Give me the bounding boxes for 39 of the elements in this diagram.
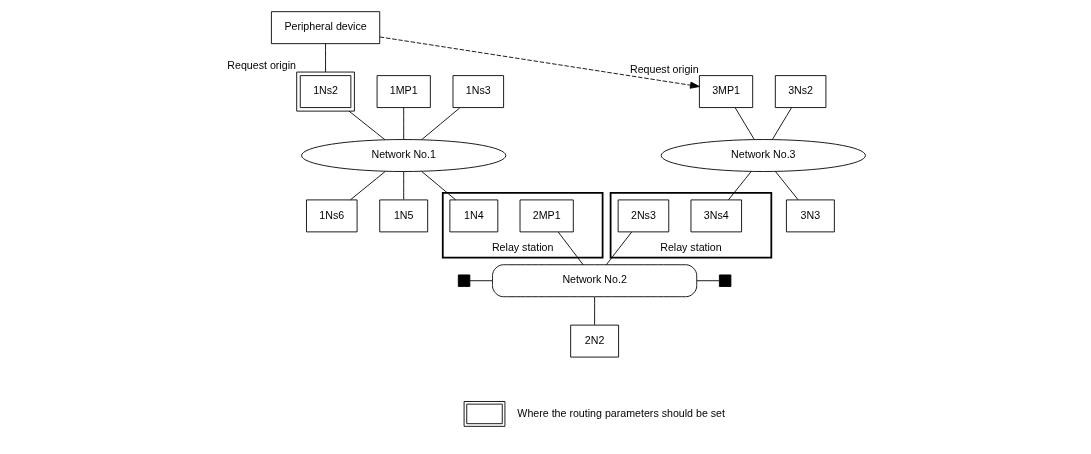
node-box: 3Ns4 bbox=[690, 199, 742, 233]
node-box: 2Ns3 bbox=[617, 199, 669, 233]
connector bbox=[695, 280, 719, 282]
node-box: Peripheral device bbox=[270, 11, 380, 45]
connector bbox=[420, 107, 460, 141]
connector bbox=[734, 107, 755, 140]
connector bbox=[469, 280, 493, 282]
connector bbox=[605, 231, 632, 266]
node-box: 3N3 bbox=[785, 199, 835, 233]
connector bbox=[593, 296, 595, 326]
connector bbox=[557, 231, 584, 266]
node-box: 1Ns6 bbox=[305, 199, 358, 233]
connector bbox=[727, 171, 752, 201]
node-box: 1N4 bbox=[448, 199, 498, 233]
node-label: Request origin bbox=[629, 62, 699, 75]
node-box: 1MP1 bbox=[376, 75, 431, 108]
legend-label: Where the routing parameters should be set bbox=[516, 406, 725, 419]
connector bbox=[349, 171, 386, 201]
connector bbox=[774, 171, 799, 201]
node-box: 2MP1 bbox=[519, 199, 574, 233]
node-box bbox=[718, 274, 731, 287]
node-box: Network No.2 bbox=[491, 264, 697, 298]
node-box: 1N5 bbox=[378, 199, 428, 233]
connector bbox=[402, 107, 404, 140]
node-box: 3MP1 bbox=[698, 75, 753, 108]
connector bbox=[420, 171, 456, 201]
node-box: 2N2 bbox=[569, 324, 619, 358]
arrow bbox=[379, 36, 700, 89]
node-box: 1Ns2 bbox=[295, 71, 355, 112]
node-label: Request origin bbox=[226, 59, 296, 72]
node-box: 1Ns3 bbox=[452, 75, 504, 108]
node-ellipse: Network No.1 bbox=[300, 139, 506, 172]
connector bbox=[771, 107, 792, 140]
connector bbox=[348, 110, 385, 141]
connector bbox=[324, 43, 326, 73]
node-box bbox=[457, 274, 470, 287]
node-ellipse: Network No.3 bbox=[660, 139, 866, 172]
node-box: 3Ns2 bbox=[774, 75, 826, 108]
connector bbox=[402, 171, 404, 200]
